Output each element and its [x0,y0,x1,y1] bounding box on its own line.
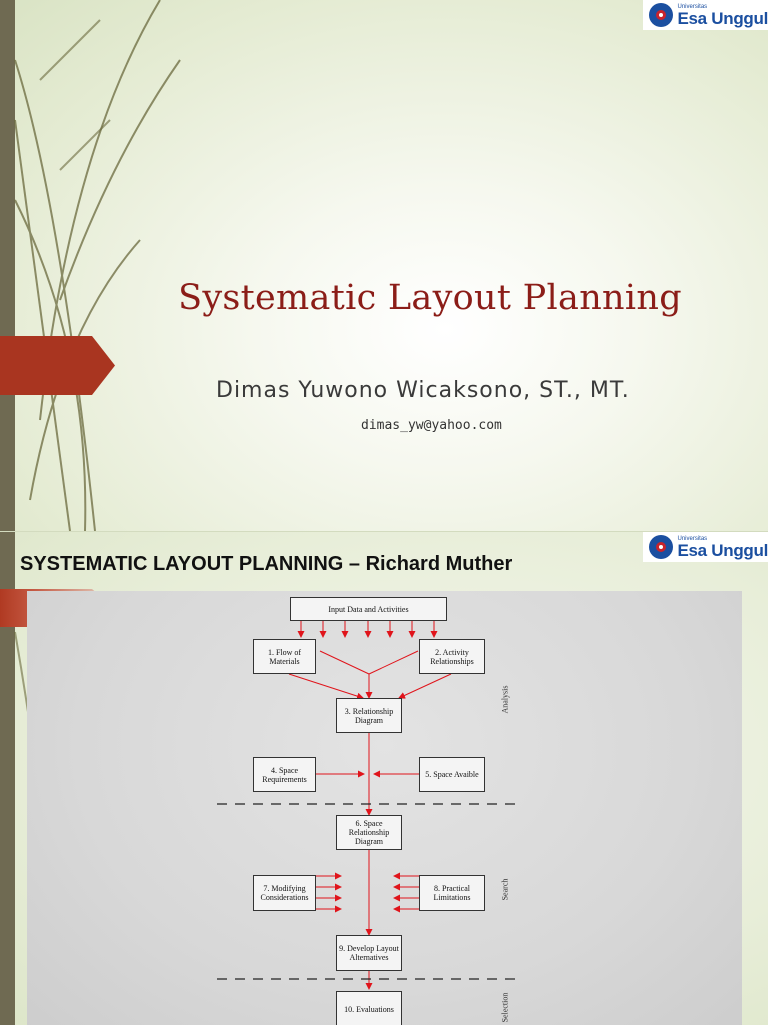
logo-name: Esa Unggul [677,542,768,559]
phase-label-selection: Selection [501,985,510,1025]
content-slide: Universitas Esa Unggul SYSTEMATIC LAYOUT… [0,531,768,1025]
slide-sidebar [0,0,15,531]
title-slide: Universitas Esa Unggul Systematic Layout… [0,0,768,531]
slide-title: Systematic Layout Planning [0,278,768,318]
flow-box-space-requirements: 4. Space Requirements [253,757,316,792]
flow-box-modifying-considerations: 7. Modifying Considerations [253,875,316,911]
flow-box-space-relationship-diagram: 6. Space Relationship Diagram [336,815,402,850]
phase-label-analysis: Analysis [501,677,510,723]
flow-box-activity-relationships: 2. Activity Relationships [419,639,485,674]
flow-box-relationship-diagram: 3. Relationship Diagram [336,698,402,733]
university-logo: Universitas Esa Unggul [643,532,768,562]
logo-name: Esa Unggul [677,10,768,27]
accent-arrow-tab [0,336,115,395]
flow-box-develop-layout: 9. Develop Layout Alternatives [336,935,402,971]
flow-box-space-avaible: 5. Space Avaible [419,757,485,792]
flow-box-evaluations: 10. Evaluations [336,991,402,1025]
slp-flowchart: Input Data and Activities 1. Flow of Mat… [27,591,742,1025]
slide-title: SYSTEMATIC LAYOUT PLANNING – Richard Mut… [20,553,512,576]
grass-decoration [0,0,200,531]
university-logo: Universitas Esa Unggul [643,0,768,30]
logo-emblem-icon [649,3,673,27]
author-name: Dimas Yuwono Wicaksono, ST., MT. [216,378,630,403]
flow-box-flow-of-materials: 1. Flow of Materials [253,639,316,674]
logo-emblem-icon [649,535,673,559]
phase-label-search: Search [501,871,510,909]
flow-box-input: Input Data and Activities [290,597,447,621]
flow-box-practical-limitations: 8. Practical Limitations [419,875,485,911]
author-email: dimas_yw@yahoo.com [361,418,502,433]
